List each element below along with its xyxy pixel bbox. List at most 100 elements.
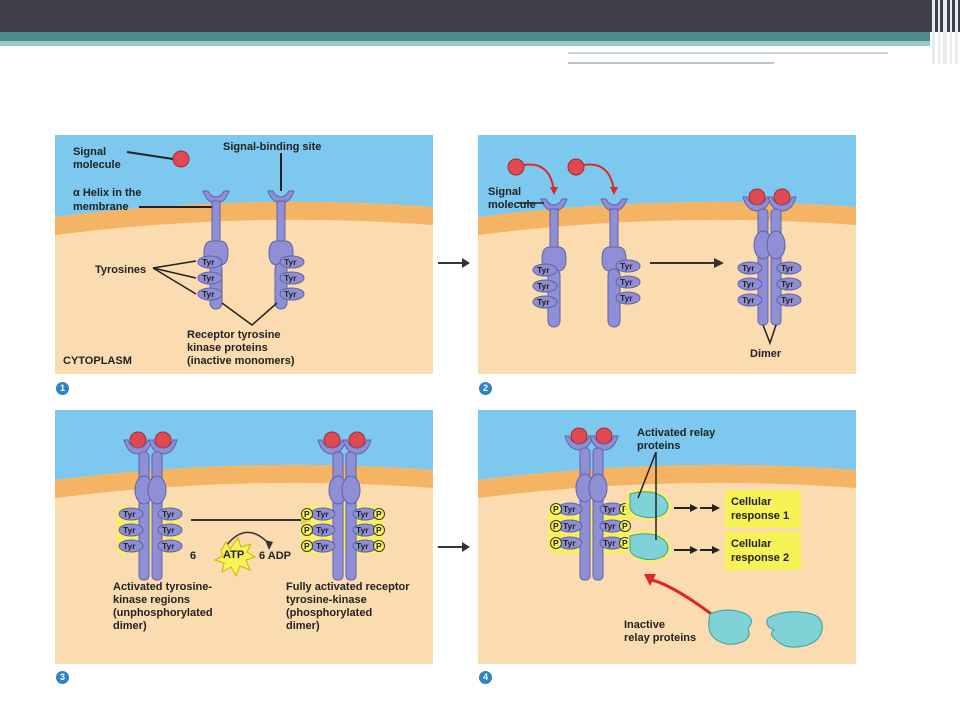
tyr-label: Tyr: [316, 525, 329, 535]
cellular-response-1-label-2: response 1: [731, 510, 789, 522]
activated-dimer-left: Tyr Tyr Tyr Tyr Tyr Tyr: [117, 431, 183, 581]
signal-molecule-label-2: molecule: [73, 159, 121, 171]
tyr-label: Tyr: [123, 509, 136, 519]
tyr-label: Tyr: [537, 297, 550, 307]
tyr-label: Tyr: [356, 509, 369, 519]
tyr-label: Tyr: [123, 541, 136, 551]
activated-label: Activated tyrosine-: [113, 581, 212, 593]
phosphorylated-dimer: Tyr Tyr Tyr Tyr Tyr Tyr P P P P P P: [548, 427, 631, 581]
tyr-label: Tyr: [356, 541, 369, 551]
step-badge-3: 3: [56, 671, 69, 684]
tyr-label: Tyr: [316, 509, 329, 519]
header-accent-stripe-light: [0, 41, 930, 46]
tyr-label: Tyr: [284, 273, 297, 283]
phosphorylated-dimer: Tyr Tyr Tyr Tyr Tyr Tyr P P P P P P: [301, 431, 385, 581]
tyr-label: Tyr: [742, 279, 755, 289]
tyr-label: Tyr: [537, 281, 550, 291]
atp-label: ATP: [223, 549, 244, 561]
header-rule: [568, 52, 888, 54]
tyr-label: Tyr: [202, 257, 215, 267]
receptor-label-3: (inactive monomers): [187, 355, 295, 367]
arrow-to-step-4: [438, 542, 470, 552]
phosphate-label: P: [553, 538, 559, 548]
phosphate-label: P: [304, 541, 310, 551]
activated-label-3: (unphosphorylated: [113, 607, 213, 619]
tyr-label: Tyr: [620, 293, 633, 303]
tyr-label: Tyr: [284, 257, 297, 267]
tyr-label: Tyr: [742, 295, 755, 305]
activated-label-4: dimer): [113, 620, 147, 632]
fully-activated-label: Fully activated receptor: [286, 581, 410, 593]
cellular-response-2-box: [725, 532, 801, 570]
signal-molecule-label: Signal: [73, 146, 106, 158]
signal-molecule-label-2: molecule: [488, 199, 536, 211]
phosphate-label: P: [376, 525, 382, 535]
tyr-label: Tyr: [162, 509, 175, 519]
receptor-monomer-right: Tyr Tyr Tyr: [600, 198, 641, 328]
arrow-to-step-2: [438, 258, 470, 268]
alpha-helix-label: α Helix in the: [73, 187, 142, 199]
tyr-label: Tyr: [781, 279, 794, 289]
fully-activated-label-4: dimer): [286, 620, 320, 632]
cellular-response-2-label: Cellular: [731, 538, 772, 550]
signal-binding-site-label: Signal-binding site: [223, 141, 321, 153]
receptor-dimer: Tyr Tyr Tyr Tyr Tyr Tyr: [737, 188, 802, 326]
header-accent-stripe: [0, 32, 930, 41]
tyr-label: Tyr: [563, 521, 576, 531]
signal-molecule-icon: [567, 158, 585, 176]
response-arrows: [674, 504, 720, 554]
tyr-label: Tyr: [563, 538, 576, 548]
panel-1-inactive-monomers: Tyr Tyr Tyr Tyr Tyr Tyr Signal molecule …: [55, 135, 433, 374]
inactive-relay-proteins: [708, 609, 823, 648]
tyr-label: Tyr: [603, 521, 616, 531]
phosphate-label: P: [622, 521, 628, 531]
phosphate-label: P: [553, 521, 559, 531]
tyr-label: Tyr: [603, 504, 616, 514]
cellular-response-1-label: Cellular: [731, 496, 772, 508]
activated-label-2: kinase regions: [113, 594, 190, 606]
header-side-bars: [930, 0, 960, 64]
signal-molecule-icon: [507, 158, 525, 176]
cytoplasm-label: CYTOPLASM: [63, 355, 132, 367]
receptor-label-2: kinase proteins: [187, 342, 268, 354]
cellular-response-2-label-2: response 2: [731, 552, 789, 564]
tyr-label: Tyr: [284, 289, 297, 299]
tyr-label: Tyr: [620, 277, 633, 287]
header-rule-short: [568, 62, 774, 64]
inactive-relay-label: Inactive: [624, 619, 665, 631]
panel-4-relay-activation: Tyr Tyr Tyr Tyr Tyr Tyr P P P P P P: [478, 410, 856, 664]
receptor-monomer-right: Tyr Tyr Tyr: [267, 190, 305, 310]
cellular-response-1-box: [725, 490, 801, 528]
tyr-label: Tyr: [603, 538, 616, 548]
tyr-label: Tyr: [620, 261, 633, 271]
atp-count: 6: [190, 550, 196, 562]
alpha-helix-label-2: membrane: [73, 201, 129, 213]
fully-activated-label-3: (phosphorylated: [286, 607, 372, 619]
tyr-label: Tyr: [202, 273, 215, 283]
activation-arrow: [651, 578, 715, 618]
tyr-label: Tyr: [356, 525, 369, 535]
tyr-label: Tyr: [537, 265, 550, 275]
panel-3-phosphorylation: Tyr Tyr Tyr Tyr Tyr Tyr 6 ATP 6 ADP Tyr …: [55, 410, 433, 664]
receptor-label: Receptor tyrosine: [187, 329, 281, 341]
panel-2-dimer-formation: Tyr Tyr Tyr Tyr Tyr Tyr Tyr Tyr Tyr Tyr: [478, 135, 856, 374]
adp-label: 6 ADP: [259, 550, 291, 562]
signal-molecule-label: Signal: [488, 186, 521, 198]
slide-header-bar: [0, 0, 960, 32]
tyr-label: Tyr: [316, 541, 329, 551]
phosphate-label: P: [622, 538, 628, 548]
step-badge-1: 1: [56, 382, 69, 395]
tyr-label: Tyr: [781, 263, 794, 273]
phosphate-label: P: [304, 525, 310, 535]
tyrosines-label: Tyrosines: [95, 264, 146, 276]
atp-burst-icon: [213, 536, 257, 578]
tyr-label: Tyr: [162, 525, 175, 535]
receptor-monomer-left: Tyr Tyr Tyr: [532, 198, 568, 328]
phosphate-label: P: [376, 509, 382, 519]
dimer-label: Dimer: [750, 348, 782, 360]
receptor-monomer-left: Tyr Tyr Tyr: [197, 190, 230, 310]
fully-activated-label-2: tyrosine-kinase: [286, 594, 367, 606]
tyr-label: Tyr: [781, 295, 794, 305]
activated-relay-label: Activated relay: [637, 427, 716, 439]
phosphate-label: P: [553, 504, 559, 514]
